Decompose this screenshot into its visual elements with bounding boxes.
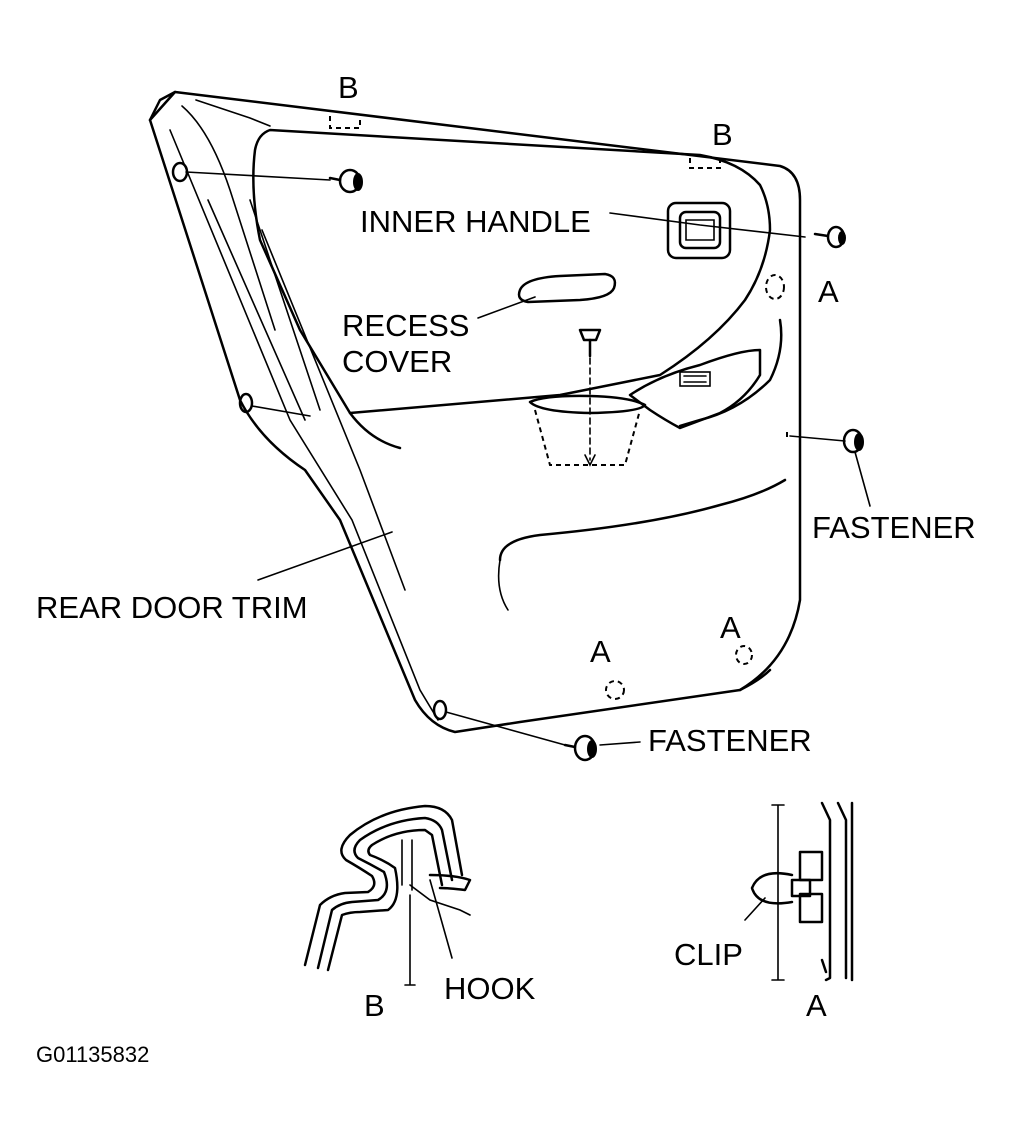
label-a-bottom-center: A bbox=[590, 634, 611, 669]
clip-positions-a bbox=[605, 274, 785, 700]
fastener-upper-right bbox=[813, 225, 846, 249]
label-recess: RECESS bbox=[342, 308, 469, 343]
label-a-upper-right: A bbox=[818, 274, 839, 309]
label-fastener-bottom: FASTENER bbox=[648, 723, 812, 758]
clip-position-b-top bbox=[329, 116, 721, 169]
door-trim-panel bbox=[148, 90, 802, 734]
label-b-detail: B bbox=[364, 988, 385, 1023]
recess-cover bbox=[477, 272, 647, 467]
label-cover: COVER bbox=[342, 344, 452, 379]
label-inner-handle: INNER HANDLE bbox=[360, 204, 591, 239]
inner-handle bbox=[609, 201, 846, 260]
label-clip: CLIP bbox=[674, 937, 743, 972]
fastener-left-upper bbox=[171, 161, 363, 194]
label-b-top-right: B bbox=[712, 117, 733, 152]
clip-detail bbox=[744, 801, 854, 982]
recess-screw bbox=[578, 328, 602, 467]
label-b-top-left: B bbox=[338, 70, 359, 105]
label-a-detail: A bbox=[806, 988, 827, 1023]
label-rear-door-trim: REAR DOOR TRIM bbox=[36, 590, 308, 625]
label-fastener-right: FASTENER bbox=[812, 510, 976, 545]
fastener-right bbox=[786, 428, 871, 507]
label-a-bottom-right: A bbox=[720, 610, 741, 645]
label-hook: HOOK bbox=[444, 971, 536, 1006]
fastener-left-middle bbox=[238, 392, 311, 417]
figure-code: G01135832 bbox=[36, 1042, 149, 1067]
rear-door-trim-leader bbox=[257, 531, 393, 581]
fastener-bottom bbox=[432, 699, 641, 762]
hook-detail bbox=[303, 804, 472, 986]
